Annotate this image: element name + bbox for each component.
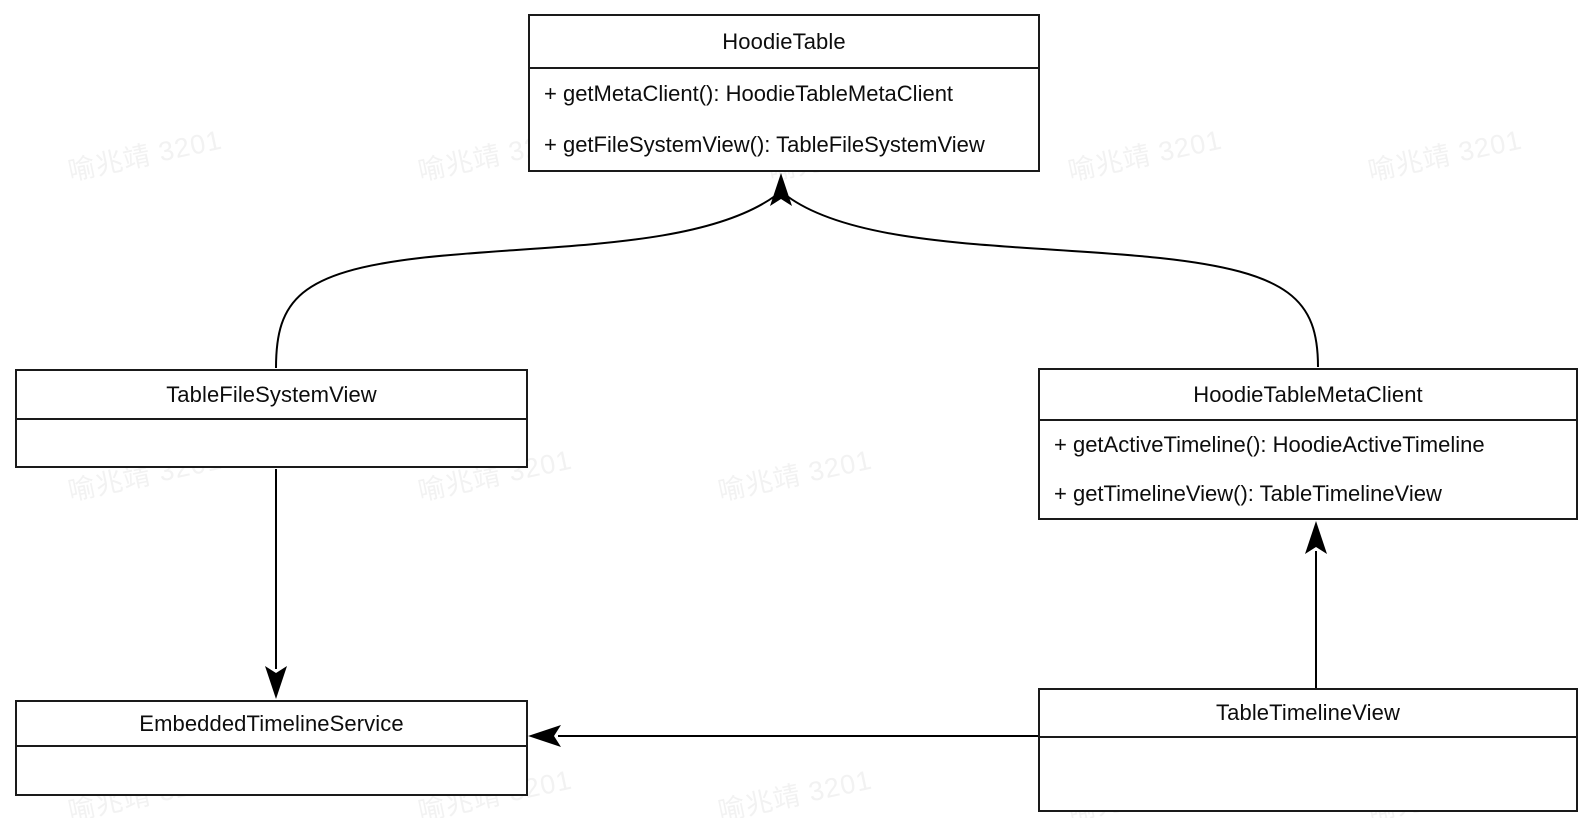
class-member: + getFileSystemView(): TableFileSystemVi… <box>544 131 985 157</box>
class-box-table-file-system-view[interactable]: TableFileSystemView <box>15 369 528 468</box>
class-name-hoodie-table-meta-client: HoodieTableMetaClient <box>1040 370 1576 421</box>
arrowhead-into-hoodie-table-meta-client <box>1305 521 1327 554</box>
class-members-hoodie-table: + getMetaClient(): HoodieTableMetaClient… <box>530 69 1038 170</box>
watermark-text: 喻兆靖 3201 <box>715 764 875 818</box>
class-box-hoodie-table-meta-client[interactable]: HoodieTableMetaClient + getActiveTimelin… <box>1038 368 1578 520</box>
arrowhead-into-embedded-timeline-service-right <box>528 725 561 747</box>
arrowhead-into-embedded-timeline-service-top <box>265 666 287 699</box>
watermark-text: 喻兆靖 3201 <box>1365 124 1525 187</box>
class-members-table-timeline-view <box>1040 738 1576 810</box>
class-name-table-timeline-view: TableTimelineView <box>1040 690 1576 738</box>
class-name-embedded-timeline-service: EmbeddedTimelineService <box>17 702 526 747</box>
watermark-text: 喻兆靖 3201 <box>715 444 875 507</box>
class-box-hoodie-table[interactable]: HoodieTable + getMetaClient(): HoodieTab… <box>528 14 1040 172</box>
edge-hoodie-table-meta-client-to-hoodie-table <box>786 195 1319 368</box>
class-box-table-timeline-view[interactable]: TableTimelineView <box>1038 688 1578 812</box>
edge-table-timeline-view-to-hoodie-table-meta-client <box>1305 521 1327 688</box>
edge-table-timeline-view-to-embedded-timeline-service <box>528 725 1038 747</box>
class-name-table-file-system-view: TableFileSystemView <box>17 371 526 420</box>
class-members-hoodie-table-meta-client: + getActiveTimeline(): HoodieActiveTimel… <box>1040 421 1576 518</box>
watermark-text: 喻兆靖 3201 <box>1065 124 1225 187</box>
edge-table-file-system-view-to-embedded-timeline-service <box>265 469 287 699</box>
class-member: + getTimelineView(): TableTimelineView <box>1054 480 1442 506</box>
class-members-table-file-system-view <box>17 420 526 466</box>
class-box-embedded-timeline-service[interactable]: EmbeddedTimelineService <box>15 700 528 796</box>
class-name-hoodie-table: HoodieTable <box>530 16 1038 69</box>
arrowhead-into-hoodie-table <box>770 173 792 206</box>
class-members-embedded-timeline-service <box>17 747 526 794</box>
edge-table-file-system-view-to-hoodie-table <box>275 195 776 369</box>
watermark-text: 喻兆靖 3201 <box>65 124 225 187</box>
class-member: + getMetaClient(): HoodieTableMetaClient <box>544 81 954 107</box>
class-member: + getActiveTimeline(): HoodieActiveTimel… <box>1054 432 1485 458</box>
